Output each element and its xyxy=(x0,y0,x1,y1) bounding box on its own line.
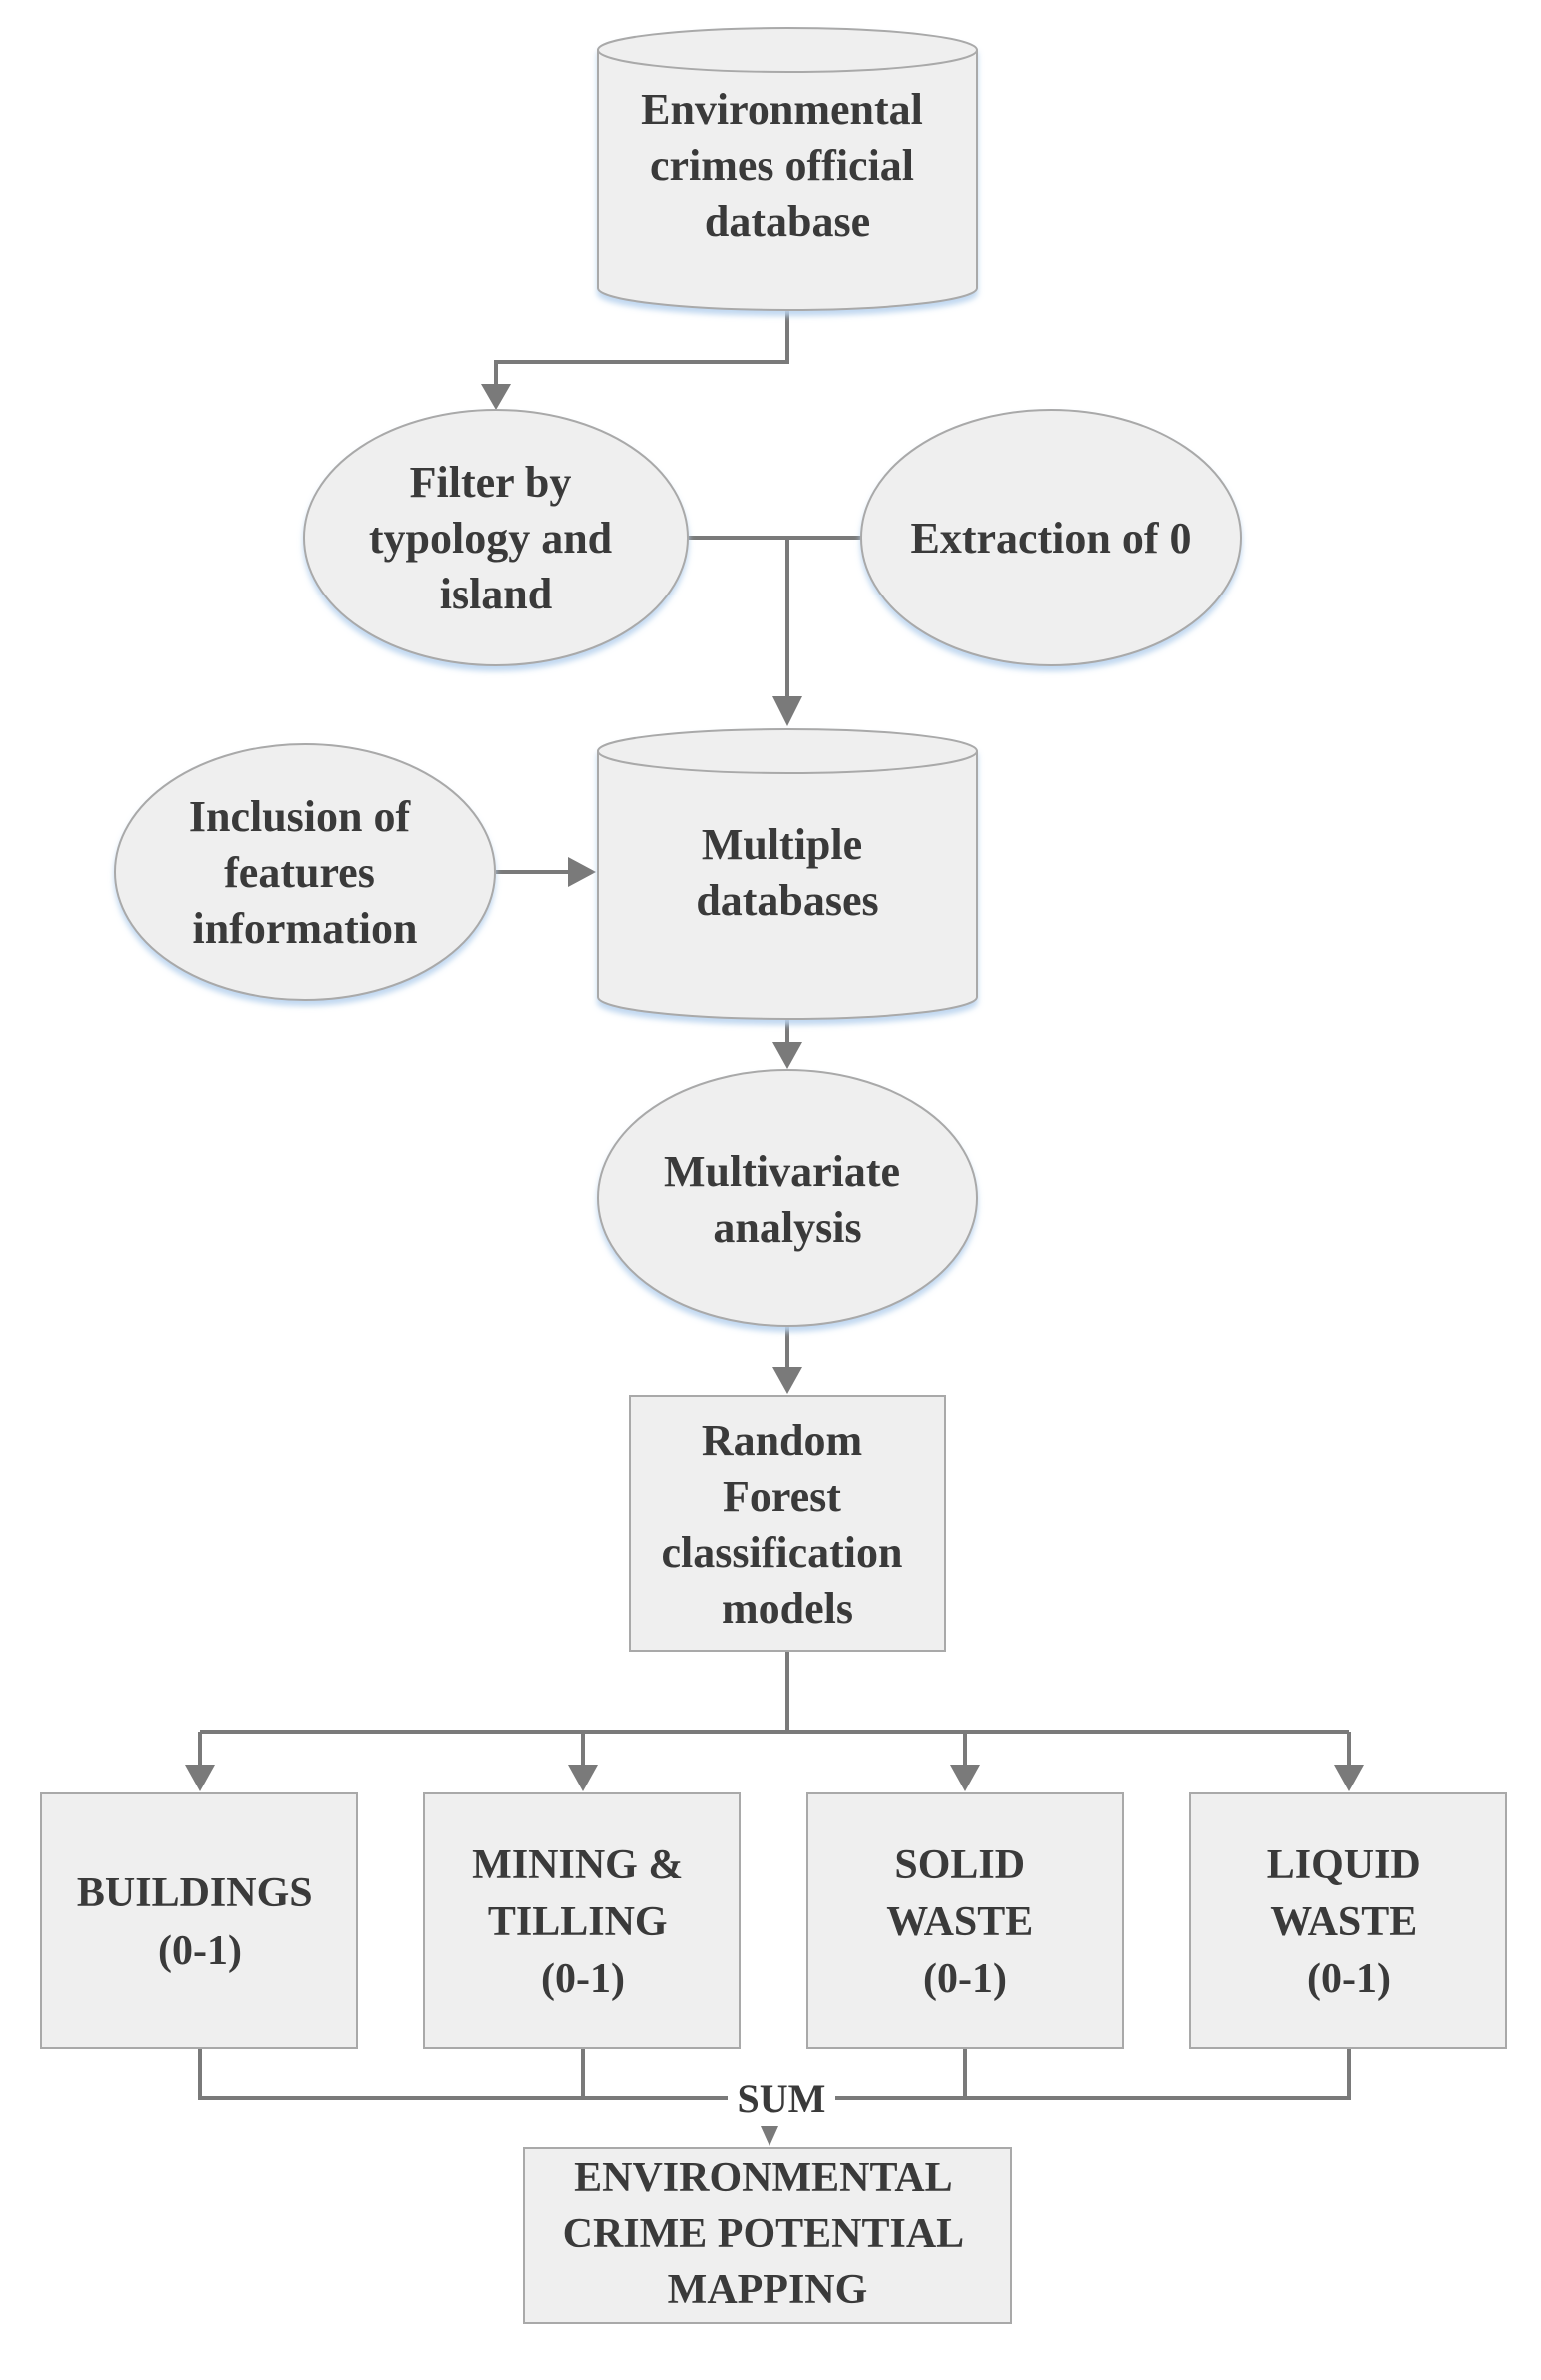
buildings-node xyxy=(40,1792,358,2049)
filter-node xyxy=(303,409,689,666)
solid-waste-node xyxy=(806,1792,1124,2049)
multiple-databases-node xyxy=(597,728,978,1020)
arrow-to-solid xyxy=(950,1765,980,1791)
filter-label: Filter by typology and island xyxy=(369,458,623,618)
arrow-to-buildings xyxy=(185,1765,215,1791)
arrow-to-multivariate xyxy=(772,1042,802,1069)
multiple-databases-label: Multiple databases xyxy=(696,820,878,925)
mining-node xyxy=(423,1792,741,2049)
connector-db-to-filter xyxy=(494,310,789,385)
inclusion-node xyxy=(114,743,496,1001)
solid-waste-label: SOLID WASTE (0-1) xyxy=(886,1842,1044,2002)
inclusion-label: Inclusion of features information xyxy=(189,792,421,953)
liquid-waste-label: LIQUID WASTE (0-1) xyxy=(1267,1842,1432,2002)
sum-label: SUM xyxy=(738,2076,826,2121)
arrow-to-liquid xyxy=(1334,1765,1364,1791)
random-forest-label: Random Forest classification models xyxy=(662,1416,914,1633)
buildings-label: BUILDINGS (0-1) xyxy=(77,1870,323,1974)
arrow-to-multiple-db xyxy=(772,696,802,726)
arrow-to-mining xyxy=(568,1765,598,1791)
random-forest-node xyxy=(629,1395,946,1652)
official-database-node xyxy=(597,27,978,311)
extraction-node xyxy=(860,409,1242,666)
arrow-to-mapping xyxy=(761,2126,778,2146)
multivariate-node xyxy=(597,1069,978,1327)
mapping-label: ENVIRONMENTAL CRIME POTENTIAL MAPPING xyxy=(563,2155,973,2313)
multivariate-label: Multivariate analysis xyxy=(664,1147,911,1252)
mapping-node xyxy=(523,2147,1012,2324)
extraction-label: Extraction of 0 xyxy=(910,514,1191,563)
connector-sum-bus xyxy=(198,2048,1351,2100)
liquid-waste-node xyxy=(1189,1792,1507,2049)
connectors xyxy=(185,310,1364,2146)
arrow-to-random-forest xyxy=(772,1367,802,1394)
mining-label: MINING & TILLING (0-1) xyxy=(472,1842,694,2002)
connector-rf-branch xyxy=(198,1651,1351,1767)
labels: Environmental crimes official database F… xyxy=(77,85,1432,2313)
official-database-label: Environmental crimes official database xyxy=(641,85,934,246)
arrow-to-filter xyxy=(481,384,511,410)
arrow-from-inclusion xyxy=(568,857,596,887)
